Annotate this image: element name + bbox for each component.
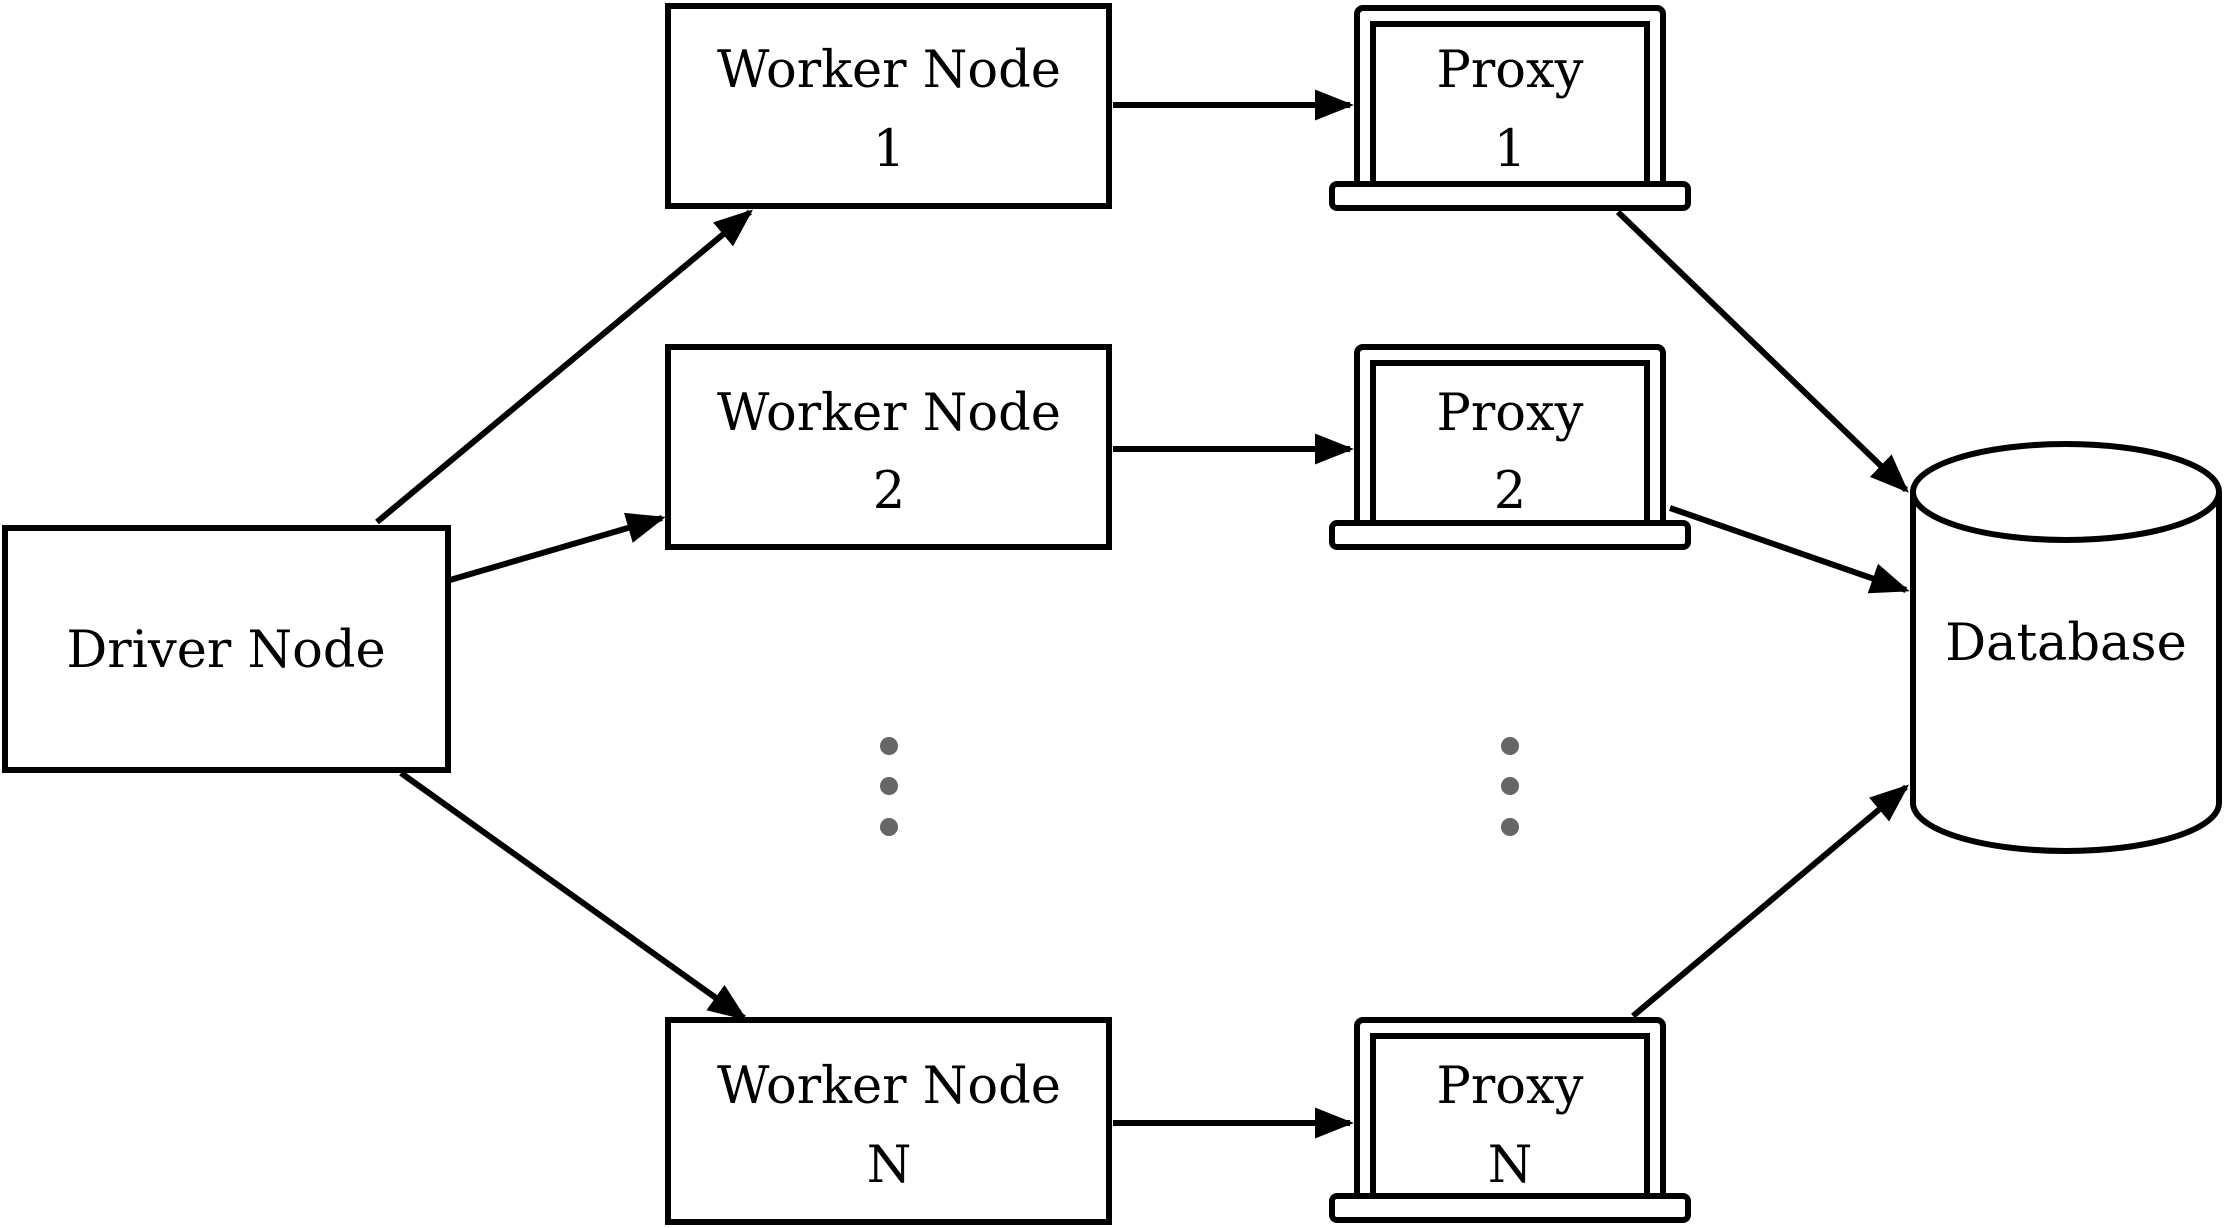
arrow-driver-to-worker-n xyxy=(399,770,748,1021)
worker-node-n-title: Worker Node xyxy=(717,1057,1061,1116)
worker-node-2-title: Worker Node xyxy=(717,384,1061,443)
worker-node-1: Worker Node 1 xyxy=(665,3,1112,209)
proxy-2-index: 2 xyxy=(1494,462,1526,521)
worker-node-1-index: 1 xyxy=(873,120,905,179)
proxy-1: Proxy 1 xyxy=(1329,5,1691,211)
proxy-n: Proxy N xyxy=(1329,1017,1691,1223)
database: Database xyxy=(1910,441,2222,854)
proxy-1-title: Proxy xyxy=(1437,41,1584,100)
worker-node-1-title: Worker Node xyxy=(717,41,1061,100)
worker-node-n: Worker Node N xyxy=(665,1017,1112,1225)
worker-node-n-index: N xyxy=(867,1136,912,1195)
proxy-n-index: N xyxy=(1488,1136,1533,1195)
laptop-icon xyxy=(1329,1017,1691,1223)
proxy-1-index: 1 xyxy=(1494,120,1526,179)
proxy-n-title: Proxy xyxy=(1437,1057,1584,1116)
arrow-driver-to-worker-1 xyxy=(375,209,753,525)
laptop-icon xyxy=(1329,344,1691,550)
arrow-driver-to-worker-2 xyxy=(449,512,666,583)
proxy-2: Proxy 2 xyxy=(1329,344,1691,550)
proxy-2-title: Proxy xyxy=(1437,384,1584,443)
database-label: Database xyxy=(1945,614,2187,673)
laptop-icon xyxy=(1329,5,1691,211)
driver-node-label: Driver Node xyxy=(66,621,385,680)
arrow-proxy-1-to-database xyxy=(1615,209,1909,493)
vertical-ellipsis-icon xyxy=(1501,737,1519,836)
cylinder-icon xyxy=(1910,441,2222,854)
vertical-ellipsis-icon xyxy=(880,737,898,836)
worker-node-2: Worker Node 2 xyxy=(665,344,1112,550)
driver-node: Driver Node xyxy=(2,525,451,773)
worker-node-2-index: 2 xyxy=(873,462,905,521)
arrow-proxy-n-to-database xyxy=(1631,784,1909,1019)
arrow-proxy-2-to-database xyxy=(1669,505,1910,594)
